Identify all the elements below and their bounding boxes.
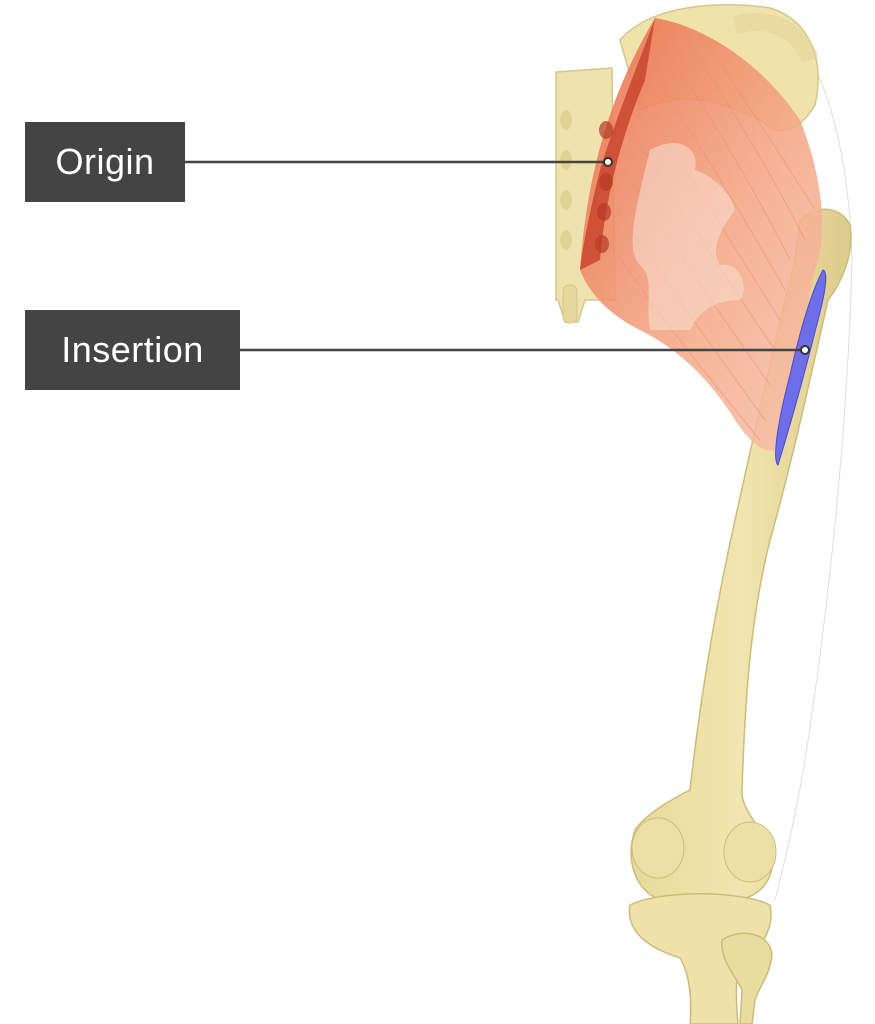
sacral-foramina (595, 121, 613, 253)
origin-label-text: Origin (55, 141, 155, 182)
tibia-bone (628, 893, 772, 1024)
insertion-area (775, 269, 827, 466)
origin-point-marker (603, 157, 613, 167)
gluteus-maximus-muscle (580, 18, 823, 451)
thigh-outline (774, 29, 853, 901)
insertion-label-text: Insertion (61, 329, 204, 370)
origin-label: Origin (25, 122, 185, 202)
fibula-bone (721, 932, 773, 1024)
insertion-label: Insertion (25, 310, 240, 390)
insertion-point-marker (800, 345, 810, 355)
